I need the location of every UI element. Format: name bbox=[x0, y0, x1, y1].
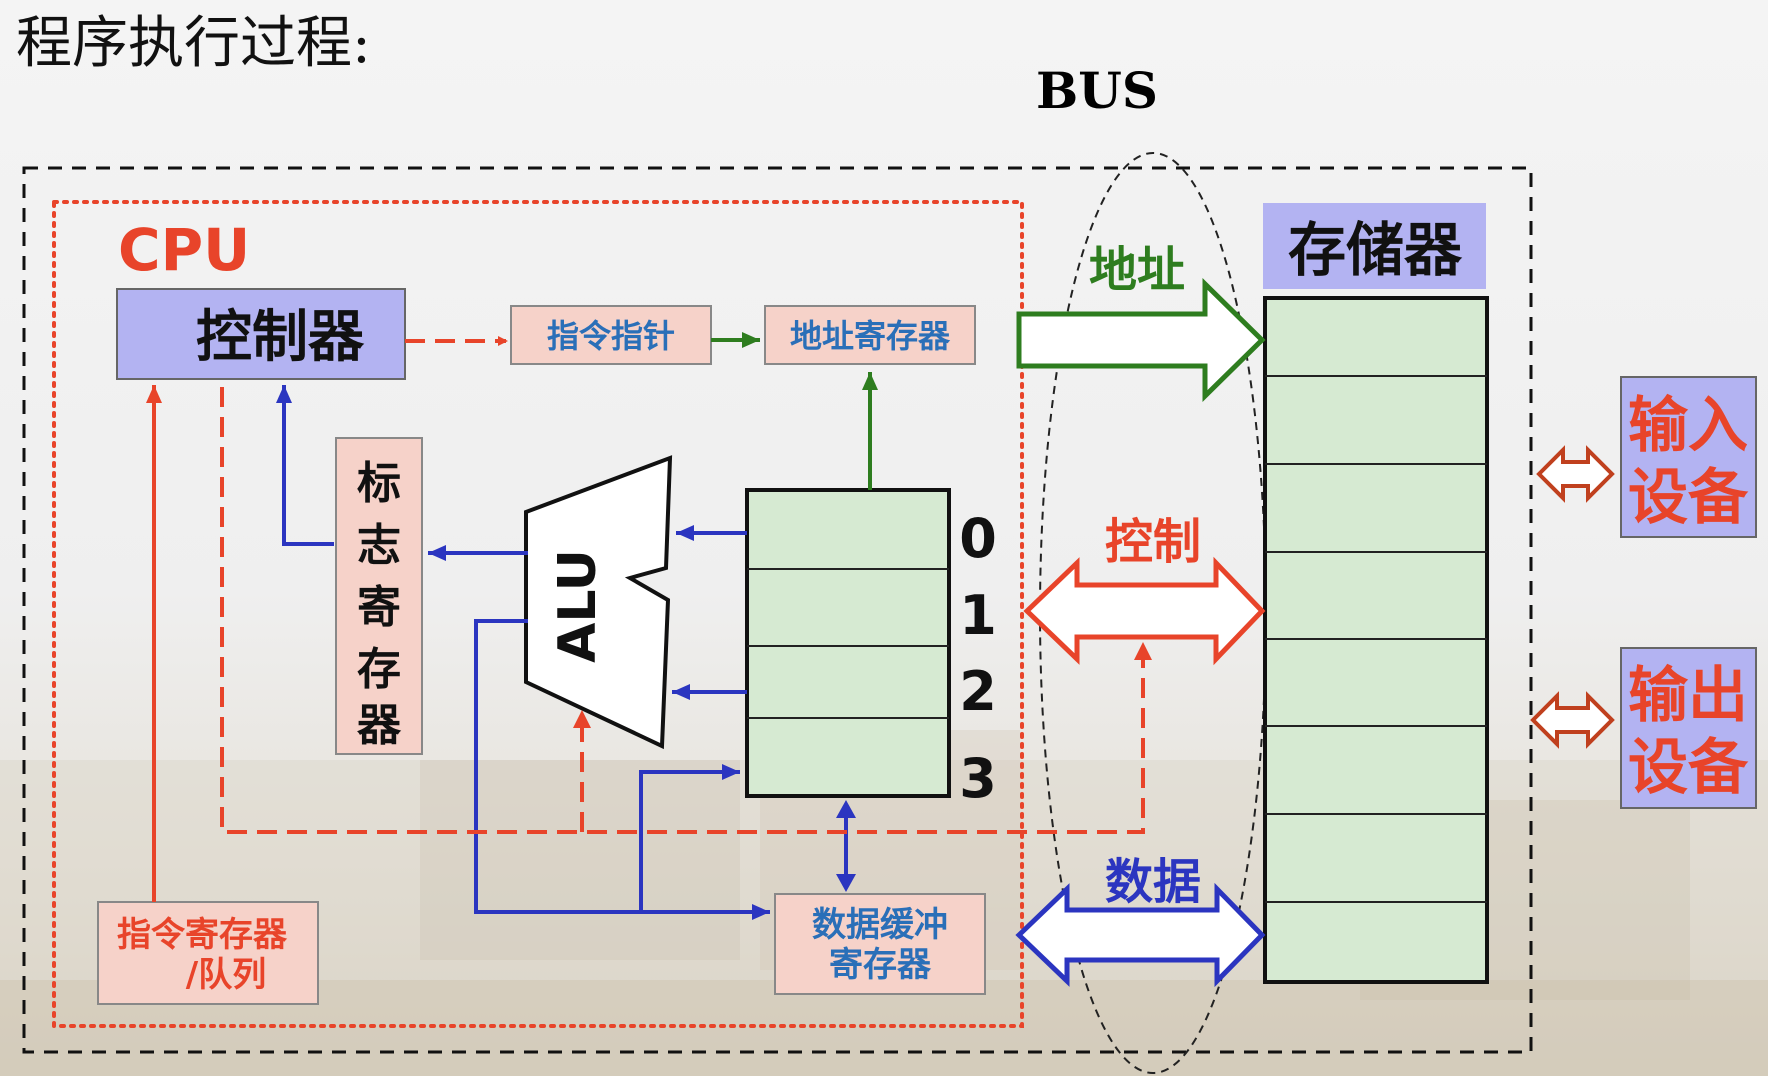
flag-register-char: 器 bbox=[357, 700, 402, 751]
cpu-boundary bbox=[52, 200, 1024, 1028]
flag-register-box: 标 志 寄 存 器 bbox=[335, 437, 423, 755]
control-bus-label: 控制 bbox=[1105, 514, 1201, 570]
output-device-arrow bbox=[1530, 691, 1615, 749]
flag-register-char: 存 bbox=[357, 644, 401, 695]
input-device-line1: 输入 bbox=[1628, 391, 1748, 461]
instruction-register-box: 指令寄存器 /队列 bbox=[97, 901, 319, 1005]
address-register-label: 地址寄存器 bbox=[790, 317, 951, 355]
instruction-register-line1: 指令寄存器 bbox=[117, 915, 288, 955]
register-index: 3 bbox=[959, 747, 997, 810]
control-signal-line bbox=[220, 387, 1145, 834]
page-title: 程序执行过程: bbox=[16, 11, 371, 76]
memory-label: 存储器 bbox=[1288, 216, 1463, 284]
flag-register-char: 标 bbox=[357, 458, 401, 509]
flag-register-char: 志 bbox=[357, 520, 401, 571]
output-device-line2: 设备 bbox=[1628, 733, 1749, 803]
output-device-line1: 输出 bbox=[1628, 661, 1748, 731]
data-buffer-line2: 寄存器 bbox=[829, 945, 932, 985]
register-buffer-arrowhead-up bbox=[836, 800, 856, 818]
buffer-to-register3-arrow bbox=[639, 764, 740, 912]
alu-label: ALU bbox=[548, 549, 608, 663]
data-buffer-box: 数据缓冲 寄存器 bbox=[774, 893, 986, 995]
register-index: 1 bbox=[959, 584, 997, 647]
data-bus-arrow bbox=[1015, 882, 1266, 988]
instruction-pointer-box: 指令指针 bbox=[510, 305, 712, 365]
instruction-pointer-label: 指令指针 bbox=[547, 317, 675, 355]
instruction-register-line2: /队列 bbox=[186, 955, 266, 995]
register-index: 2 bbox=[959, 660, 997, 723]
flag-to-controller-arrow bbox=[276, 385, 334, 546]
output-device-box: 输出 设备 bbox=[1620, 647, 1757, 809]
register-index: 0 bbox=[959, 507, 997, 570]
bus-label: BUS bbox=[1036, 61, 1158, 120]
controller-label: 控制器 bbox=[196, 305, 365, 370]
address-bus-arrow bbox=[1016, 278, 1266, 402]
input-device-arrow bbox=[1536, 445, 1615, 503]
memory-unit: 存储器 bbox=[1263, 203, 1489, 984]
input-device-line2: 设备 bbox=[1628, 463, 1749, 533]
register-buffer-arrowhead-down bbox=[836, 874, 856, 892]
controller-box: 控制器 bbox=[116, 288, 406, 380]
alu-to-buffer-arrow bbox=[474, 619, 770, 920]
control-signal-arrowhead bbox=[1134, 642, 1152, 660]
alu-unit: ALU bbox=[524, 455, 673, 750]
general-registers: 0 1 2 3 bbox=[745, 488, 997, 810]
address-register-box: 地址寄存器 bbox=[764, 305, 976, 365]
data-buffer-line1: 数据缓冲 bbox=[812, 905, 948, 945]
control-to-alu-arrowhead bbox=[573, 710, 591, 728]
input-device-box: 输入 设备 bbox=[1620, 376, 1757, 538]
system-boundary bbox=[22, 166, 1533, 1054]
data-bus-label: 数据 bbox=[1105, 854, 1201, 910]
address-bus-label: 地址 bbox=[1089, 242, 1185, 298]
control-bus-arrow bbox=[1023, 556, 1266, 666]
cpu-label: CPU bbox=[118, 216, 250, 284]
flag-register-char: 寄 bbox=[357, 582, 401, 633]
